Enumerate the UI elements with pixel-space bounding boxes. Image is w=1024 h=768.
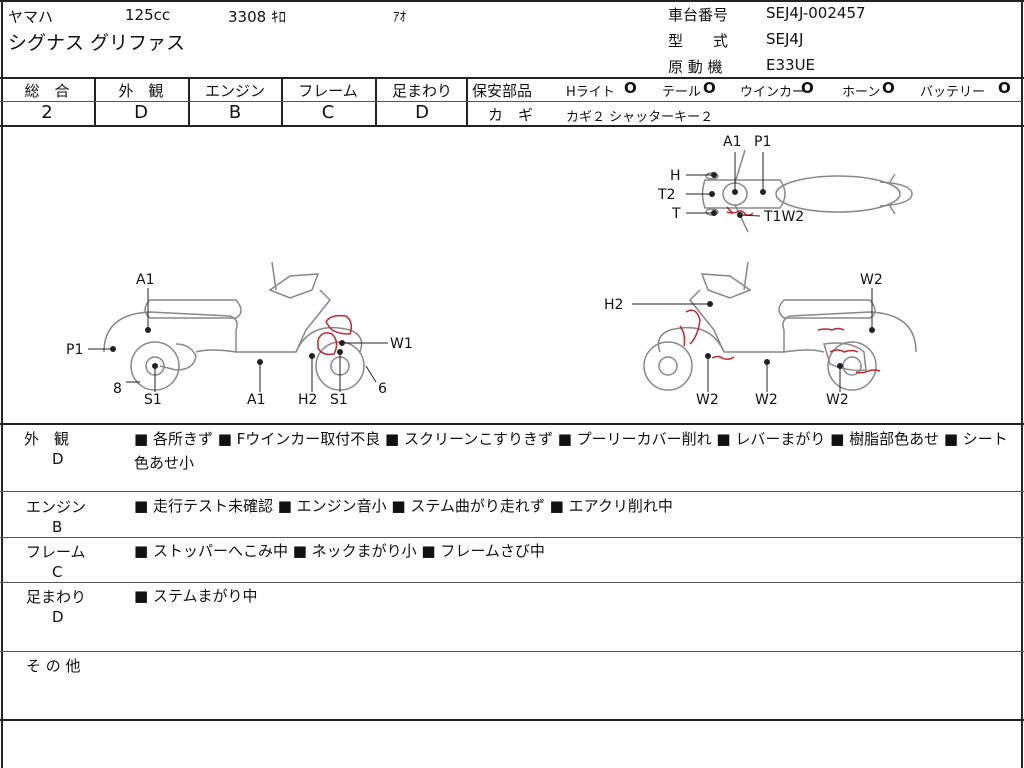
model-code-label: 型 式 [668, 32, 729, 50]
diagram-label: A1 [136, 272, 154, 288]
diagram-label: T [671, 206, 681, 222]
safety-item-battery: バッテリー [920, 85, 986, 100]
diagram-label: H2 [604, 297, 623, 313]
diagram-label: H [670, 168, 681, 184]
key-label: カ ギ [488, 106, 534, 124]
frame-right-border [1021, 0, 1023, 768]
engine-grade-label: エンジン [204, 82, 265, 100]
frame-grade-label: フレーム [298, 82, 358, 100]
frame-grade: C [321, 102, 335, 123]
right-side-damage [679, 309, 881, 374]
safety-mark-battery: O [998, 79, 1011, 97]
safety-row-divider [466, 101, 1022, 102]
safety-mark-winker: O [801, 79, 814, 97]
top-view-leaders [686, 152, 766, 218]
frame-number-label: 車台番号 [668, 6, 729, 24]
diagram-label: W1 [390, 336, 413, 352]
frame-top-border [0, 0, 1024, 2]
left-side-leaders [88, 288, 388, 392]
remark-frame-grade: C [52, 563, 63, 581]
remark-exterior-grade: D [52, 450, 64, 468]
engine-code-label: 原 動 機 [668, 58, 723, 76]
remark-suspension-text: ■ ステムまがり中 [134, 587, 258, 605]
remark-divider-1 [0, 491, 1024, 492]
safety-item-tail: テール [662, 85, 702, 100]
diagram-label: W2 [755, 392, 778, 408]
diagram-bottom [0, 423, 1024, 425]
remark-engine-grade: B [52, 518, 63, 536]
diagram-label: S1 [330, 392, 348, 408]
right-side-leaders [632, 288, 875, 392]
maker-name: ヤマハ [8, 8, 54, 26]
model-code: SEJ4J [766, 30, 804, 48]
remark-frame-text: ■ ストッパーへこみ中 ■ ネックまがり小 ■ フレームさび中 [134, 542, 545, 560]
diagram-label: 8 [113, 381, 122, 397]
remark-suspension-label: 足まわり [26, 588, 87, 606]
overall-grade-label: 総 合 [24, 82, 70, 100]
displacement: 125cc [125, 6, 171, 24]
body-color: ｱｵ [393, 10, 406, 25]
suspension-grade-label: 足まわり [391, 82, 452, 100]
diagram-label: T1W2 [763, 209, 804, 225]
remark-frame-label: フレーム [26, 543, 86, 561]
diagram-label: W2 [826, 392, 849, 408]
safety-item-headlight: Hライト [566, 85, 615, 100]
diagram-label: T2 [657, 187, 675, 203]
diagram-label: W2 [696, 392, 719, 408]
safety-parts-label: 保安部品 [472, 82, 533, 100]
grade-row-divider [0, 101, 466, 102]
diagram-label: 6 [378, 381, 387, 397]
safety-item-winker: ウインカー [740, 85, 806, 100]
safety-mark-tail: O [703, 79, 716, 97]
safety-mark-horn: O [882, 79, 895, 97]
grade-row-bottom [0, 125, 1024, 127]
remark-divider-2 [0, 537, 1024, 538]
diagram-label: A1 [723, 134, 741, 150]
key-value: カギ２ シャッターキー２ [566, 110, 714, 125]
diagram-label: P1 [754, 134, 771, 150]
left-side-damage [317, 314, 353, 356]
remark-exterior-text: ■ 各所きず ■ Fウインカー取付不良 ■ スクリーンこすりきず ■ プーリーカ… [134, 430, 1008, 472]
remark-other-label: そ の 他 [26, 657, 81, 675]
engine-grade: B [228, 102, 242, 123]
suspension-grade: D [415, 102, 429, 123]
safety-mark-headlight: O [624, 79, 637, 97]
safety-item-horn: ホーン [842, 85, 881, 100]
header-divider [0, 77, 1024, 79]
exterior-grade: D [134, 102, 148, 123]
remark-divider-3 [0, 582, 1024, 583]
remark-engine-text: ■ 走行テスト未確認 ■ エンジン音小 ■ ステム曲がり走れず ■ エアクリ削れ… [134, 497, 673, 515]
frame-number: SEJ4J-002457 [766, 4, 866, 22]
remark-engine-label: エンジン [26, 498, 87, 516]
diagram-label: A1 [247, 392, 265, 408]
model-name: シグナス グリファス [8, 32, 186, 54]
frame-left-border [1, 0, 3, 768]
diagram-label: W2 [860, 272, 883, 288]
remark-divider-4 [0, 651, 1024, 652]
diagram-label: S1 [144, 392, 162, 408]
diagram-label: P1 [66, 342, 83, 358]
remark-bottom [0, 719, 1024, 721]
diagram-label: H2 [298, 392, 317, 408]
exterior-grade-label: 外 観 [118, 82, 164, 100]
remark-suspension-grade: D [52, 608, 64, 626]
remark-exterior-label: 外 観 [24, 430, 70, 448]
overall-grade: 2 [41, 102, 53, 123]
engine-code: E33UE [766, 56, 816, 74]
top-view-scooter [701, 149, 913, 233]
mileage: 3308 ｷﾛ [228, 8, 286, 26]
